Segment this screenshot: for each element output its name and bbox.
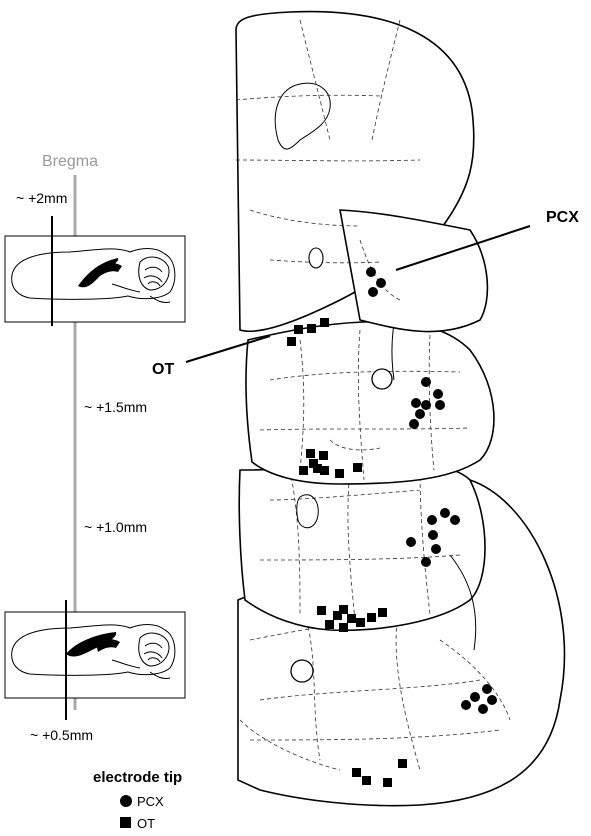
pcx-electrode-marker — [409, 419, 419, 429]
ot-electrode-marker — [320, 318, 329, 327]
ot-electrode-marker — [353, 463, 362, 472]
ot-electrode-marker — [362, 776, 371, 785]
legend-pcx-label: PCX — [137, 794, 164, 809]
ot-electrode-marker — [378, 608, 387, 617]
ot-electrode-marker — [320, 466, 329, 475]
coord-label-plus-2mm: ~ +2mm — [16, 190, 67, 206]
pcx-electrode-marker — [415, 409, 425, 419]
ot-electrode-marker — [307, 324, 316, 333]
legend-title: electrode tip — [93, 769, 182, 786]
ot-electrode-marker — [294, 325, 303, 334]
ot-electrode-marker — [356, 618, 365, 627]
pcx-markers — [366, 267, 497, 714]
pcx-electrode-marker — [428, 530, 438, 540]
ot-electrode-marker — [398, 759, 407, 768]
ot-pointer-line — [185, 335, 271, 363]
pcx-electrode-marker — [482, 684, 492, 694]
ot-electrode-marker — [325, 620, 334, 629]
pcx-electrode-marker — [440, 508, 450, 518]
pcx-electrode-marker — [461, 700, 471, 710]
pcx-electrode-marker — [450, 515, 460, 525]
pcx-electrode-marker — [427, 515, 437, 525]
ot-electrode-marker — [313, 464, 322, 473]
pcx-electrode-marker — [433, 389, 443, 399]
ot-electrode-marker — [383, 778, 392, 787]
pcx-electrode-marker — [366, 267, 376, 277]
pcx-electrode-marker — [421, 377, 431, 387]
ot-electrode-marker — [319, 451, 328, 460]
ot-electrode-marker — [306, 449, 315, 458]
ot-electrode-marker — [317, 606, 326, 615]
ot-electrode-marker — [335, 469, 344, 478]
pcx-electrode-marker — [421, 400, 431, 410]
coord-label-plus-1-0mm: ~ +1.0mm — [84, 519, 147, 535]
pcx-electrode-marker — [435, 400, 445, 410]
pcx-electrode-marker — [470, 692, 480, 702]
pcx-pointer-line — [395, 225, 531, 271]
legend-pcx-marker — [120, 795, 132, 807]
ot-electrode-marker — [299, 466, 308, 475]
pcx-electrode-marker — [406, 537, 416, 547]
ot-electrode-marker — [347, 614, 356, 623]
ot-electrode-marker — [333, 611, 342, 620]
ot-electrode-marker — [352, 768, 361, 777]
ot-electrode-marker — [367, 613, 376, 622]
pcx-electrode-marker — [421, 557, 431, 567]
ot-electrode-marker — [339, 623, 348, 632]
sagittal-inset-bottom — [4, 600, 186, 720]
pcx-electrode-marker — [411, 398, 421, 408]
pcx-electrode-marker — [487, 695, 497, 705]
pcx-electrode-marker — [376, 278, 386, 288]
pcx-electrode-marker — [431, 544, 441, 554]
pcx-electrode-marker — [478, 704, 488, 714]
coronal-section-1 — [235, 10, 489, 333]
bregma-label: Bregma — [42, 153, 98, 170]
ot-markers — [287, 318, 407, 787]
coord-label-plus-0-5mm: ~ +0.5mm — [30, 727, 93, 743]
legend: electrode tip PCX OT — [93, 769, 182, 831]
pcx-electrode-marker — [368, 287, 378, 297]
coronal-section-3 — [238, 460, 486, 651]
ot-region-label: OT — [152, 361, 174, 378]
ot-electrode-marker — [287, 337, 296, 346]
coord-label-plus-1-5mm: ~ +1.5mm — [84, 399, 147, 415]
ot-electrode-marker — [339, 605, 348, 614]
legend-ot-marker — [120, 817, 131, 828]
legend-ot-label: OT — [137, 816, 155, 831]
pcx-region-label: PCX — [546, 209, 579, 226]
sagittal-inset-top — [4, 216, 186, 326]
ot-electrode-marker — [309, 459, 318, 468]
